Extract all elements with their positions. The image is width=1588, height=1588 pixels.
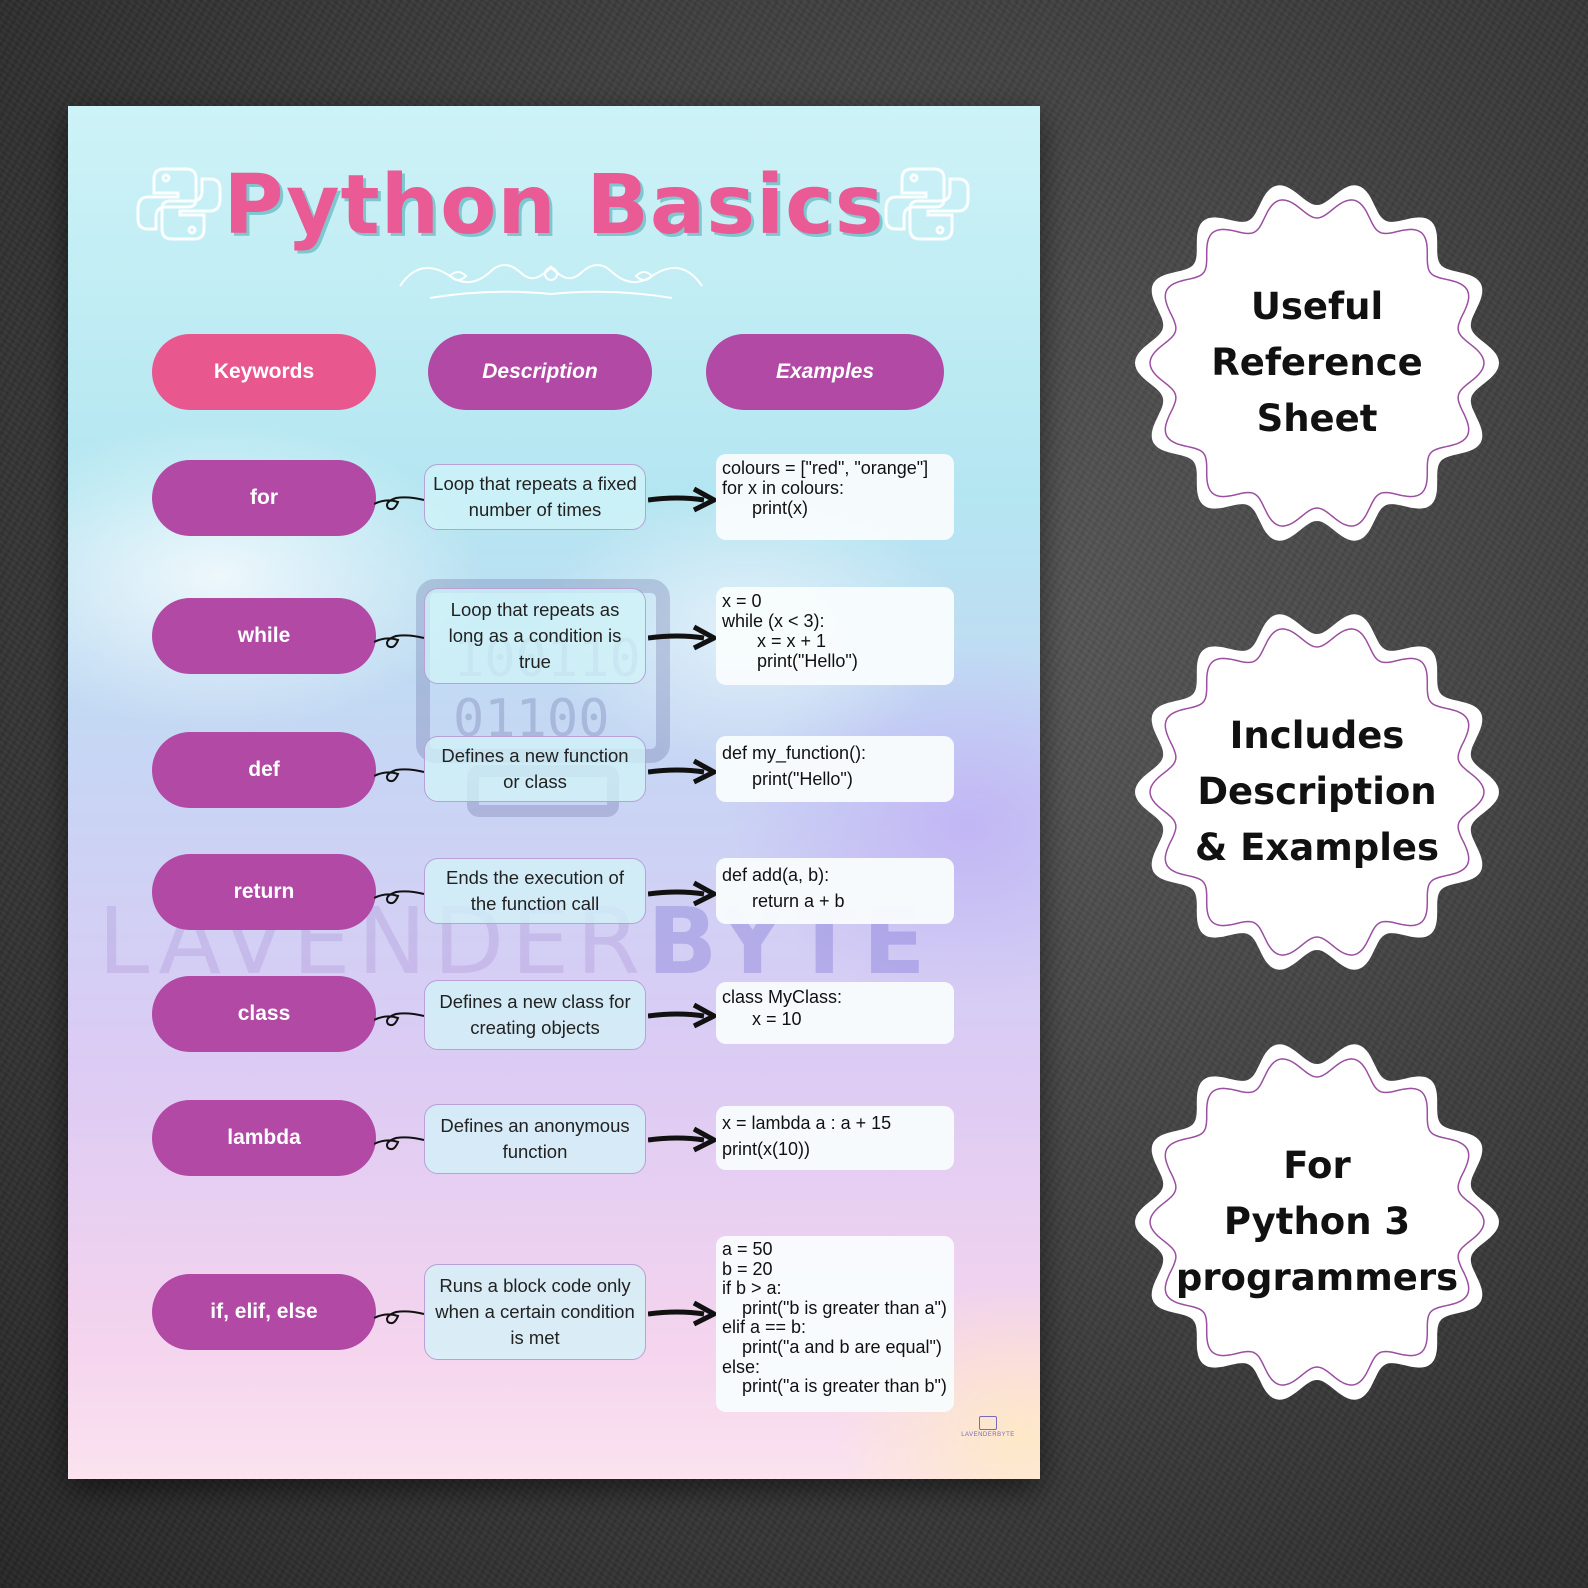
flourish-ornament xyxy=(399,264,703,299)
keyword-pill: if, elif, else xyxy=(152,1274,376,1350)
badge-line: & Examples xyxy=(1194,826,1440,869)
keyword-pill: while xyxy=(152,598,376,674)
description-box: Ends the execution of the function call xyxy=(424,858,646,924)
keyword-pill: class xyxy=(152,976,376,1052)
badge-line: For xyxy=(1283,1144,1351,1187)
python-basics-poster: Python Basics 100110 01100 LAVENDERBYTE … xyxy=(68,106,1040,1479)
curl-connector xyxy=(374,496,425,511)
description-box: Defines an anonymous function xyxy=(424,1104,646,1174)
example-code-box: x = 0 while (x < 3): x = x + 1 print("He… xyxy=(716,587,954,685)
keyword-pill: lambda xyxy=(152,1100,376,1176)
description-box: Loop that repeats a fixed number of time… xyxy=(424,464,646,530)
python-logo-icon xyxy=(136,167,222,241)
description-box: Defines a new function or class xyxy=(424,736,646,802)
brand-mini-logo: LAVENDERBYTE xyxy=(958,1416,1018,1438)
header-keywords: Keywords xyxy=(152,334,376,410)
description-box: Runs a block code only when a certain co… xyxy=(424,1264,646,1360)
monitor-icon xyxy=(979,1416,997,1430)
arrow-right-icon xyxy=(648,486,716,513)
scalloped-badge-shape xyxy=(1135,185,1499,541)
curl-connector xyxy=(374,1310,425,1325)
badge-useful-reference: Useful Reference Sheet xyxy=(1130,176,1504,550)
badge-inner-border xyxy=(1149,199,1485,527)
badge-line: Python 3 xyxy=(1223,1200,1411,1243)
arrow-right-icon xyxy=(648,1002,716,1029)
keyword-pill: def xyxy=(152,732,376,808)
arrow-right-icon xyxy=(648,1126,716,1153)
poster-title: Python Basics xyxy=(223,158,885,253)
arrow-right-icon xyxy=(648,624,716,651)
arrow-right-icon xyxy=(648,758,716,785)
example-code-box: class MyClass: x = 10 xyxy=(716,982,954,1044)
scalloped-badge-shape xyxy=(1135,1044,1499,1400)
arrow-right-icon xyxy=(648,880,716,907)
scalloped-badge-shape xyxy=(1135,614,1499,970)
badge-outer xyxy=(1135,185,1499,541)
example-code-box: def add(a, b): return a + b xyxy=(716,858,954,924)
badge-outer xyxy=(1135,614,1499,970)
badge-line: Includes xyxy=(1229,714,1405,757)
badge-inner-border xyxy=(1149,628,1485,956)
curl-connector xyxy=(374,634,425,649)
brand-mini-text: LAVENDERBYTE xyxy=(961,1432,1015,1438)
keyword-pill: for xyxy=(152,460,376,536)
python-logo-icon xyxy=(884,167,970,241)
curl-connector xyxy=(374,1136,425,1151)
badge-line: Useful xyxy=(1250,285,1384,328)
description-box: Defines a new class for creating objects xyxy=(424,980,646,1050)
example-code-box: def my_function(): print("Hello") xyxy=(716,736,954,802)
badge-inner-border xyxy=(1149,1058,1485,1386)
arrow-right-icon xyxy=(648,1300,716,1327)
example-code-box: a = 50 b = 20 if b > a: print("b is grea… xyxy=(716,1236,954,1412)
description-box: Loop that repeats as long as a condition… xyxy=(424,588,646,684)
badge-line: programmers xyxy=(1175,1256,1459,1299)
badge-outer xyxy=(1135,1044,1499,1400)
curl-connector xyxy=(374,768,425,783)
badge-line: Reference xyxy=(1211,341,1423,384)
badge-for-python3: For Python 3 programmers xyxy=(1130,1035,1504,1409)
badge-includes-description: Includes Description & Examples xyxy=(1130,605,1504,979)
example-code-box: colours = ["red", "orange"] for x in col… xyxy=(716,454,954,540)
keyword-pill: return xyxy=(152,854,376,930)
example-code-box: x = lambda a : a + 15 print(x(10)) xyxy=(716,1106,954,1170)
badge-line: Sheet xyxy=(1256,397,1378,440)
curl-connector xyxy=(374,1012,425,1027)
badge-line: Description xyxy=(1197,770,1437,813)
header-description: Description xyxy=(428,334,652,410)
curl-connector xyxy=(374,890,425,905)
header-examples: Examples xyxy=(706,334,944,410)
